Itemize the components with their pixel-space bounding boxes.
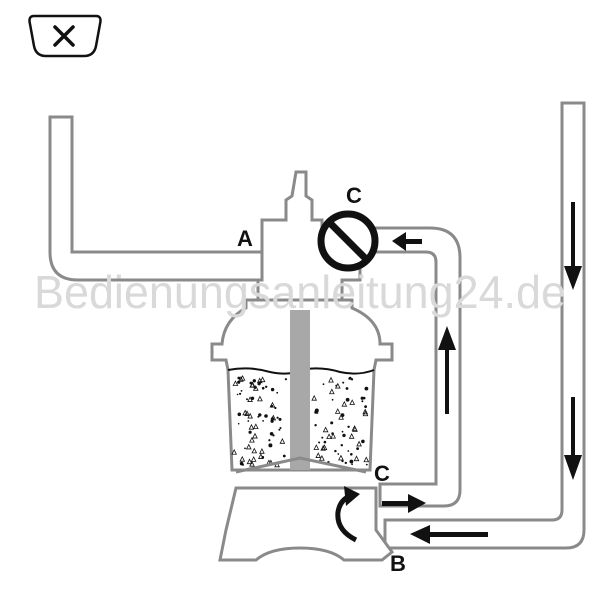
- filter-tank: [210, 298, 394, 474]
- label-c-bottom: C: [374, 461, 390, 486]
- standpipe: [290, 310, 310, 470]
- prohibited-circle-icon: [317, 210, 379, 272]
- watermark: Bedienungsanleitung24.de: [34, 266, 566, 318]
- arrow-icon-down-lower: [564, 397, 582, 480]
- pump-base: [218, 486, 395, 562]
- curved-arrow-icon: [335, 486, 360, 543]
- arrow-icon-up-loop: [438, 326, 456, 414]
- label-a: A: [237, 226, 253, 251]
- right-return-pipe: [383, 101, 586, 550]
- arrow-icon-left-bottom: [410, 525, 488, 544]
- close-x-icon[interactable]: [28, 14, 102, 58]
- bypass-loop-pipe: [360, 226, 462, 508]
- label-b: B: [390, 551, 406, 576]
- left-pipe: [48, 115, 267, 282]
- arrow-icon-left-loop: [392, 232, 422, 251]
- arrow-icon-right-outlet: [382, 494, 426, 513]
- sand-bed: [231, 374, 370, 468]
- label-c-top: C: [346, 183, 362, 208]
- arrow-icon-down-upper: [564, 202, 582, 290]
